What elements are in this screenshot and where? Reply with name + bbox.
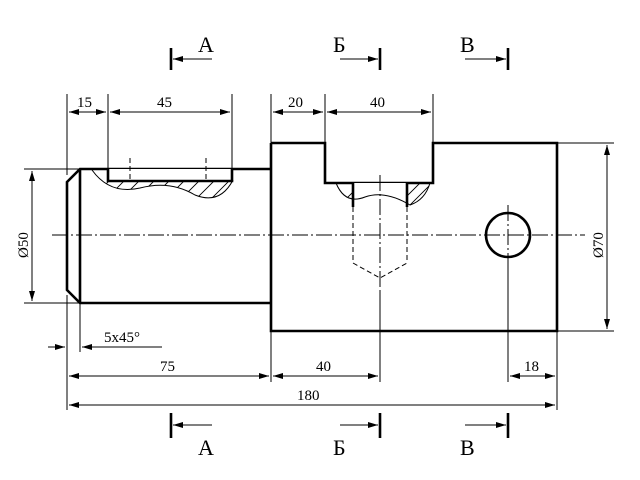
diameter-dimension-lines: [24, 142, 614, 332]
section-label-v-bottom: В: [460, 435, 475, 460]
dim-dia-50: Ø50: [16, 232, 32, 258]
section-label-a-bottom: А: [198, 435, 214, 460]
bottom-dimension-lines: [66, 257, 558, 410]
shaft-section: [65, 167, 271, 305]
section-label-a-top: А: [198, 32, 214, 57]
body-section: [269, 141, 559, 333]
section-markers-top: [169, 48, 510, 70]
dim-chamfer: 5x45°: [104, 330, 140, 346]
dim-75: 75: [160, 359, 175, 375]
dim-dia-70: Ø70: [591, 232, 607, 258]
chamfer-dimension-lines: [48, 303, 162, 352]
dim-180: 180: [297, 388, 320, 404]
section-label-b-bottom: Б: [333, 435, 346, 460]
threaded-hole: [335, 175, 431, 290]
section-label-v-top: В: [460, 32, 475, 57]
section-markers-bottom: [169, 413, 510, 438]
section-label-b-top: Б: [333, 32, 346, 57]
top-dimension-lines: [66, 94, 434, 175]
dim-40-bottom: 40: [316, 359, 331, 375]
dim-18: 18: [524, 359, 539, 375]
dim-20: 20: [288, 95, 303, 111]
dim-40-top: 40: [370, 95, 385, 111]
dim-15: 15: [77, 95, 92, 111]
dim-45: 45: [157, 95, 172, 111]
